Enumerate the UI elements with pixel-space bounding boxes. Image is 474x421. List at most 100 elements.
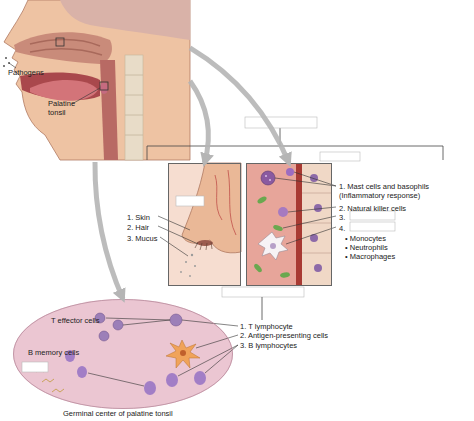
head-illustration: PathogensPalatine tonsil — [0, 0, 190, 162]
list-item: • Monocytes — [345, 234, 425, 243]
bacterium — [272, 224, 283, 232]
leader-line — [158, 216, 190, 230]
zoom-arrow — [95, 162, 123, 299]
germinal-center-fill — [13, 299, 233, 409]
list-item: 2. Natural killer cells — [339, 204, 449, 213]
zoom-arrow — [190, 81, 208, 163]
zoom-square — [56, 38, 64, 46]
list-item: 3. Mucus — [127, 234, 167, 243]
blank-label — [222, 287, 304, 297]
vessel-panel: 1. Mast cells and basophils (Inflammator… — [246, 163, 332, 286]
tissue-layer — [302, 163, 332, 286]
nose-hair — [195, 242, 212, 250]
bacterium — [253, 263, 263, 274]
spine — [125, 55, 143, 160]
callout-label: 2. Antigen-presenting cells — [240, 331, 380, 340]
leader-line — [88, 373, 144, 386]
nasal-concha — [30, 40, 100, 46]
blank-label — [22, 362, 48, 372]
list-item: 1. Mast cells and basophils (Inflammator… — [339, 182, 433, 200]
pathogen-dot — [8, 62, 10, 64]
tonsil-label: Palatine tonsil — [48, 99, 90, 117]
leader-line — [160, 237, 188, 256]
t-lymphocyte — [170, 314, 182, 326]
tonsil — [100, 82, 108, 94]
pharynx — [100, 60, 118, 160]
leader-line — [294, 172, 336, 186]
callout-label: 3. B lymphocytes — [240, 341, 380, 350]
list-item: 4. — [339, 224, 359, 233]
mucus-droplet — [185, 261, 187, 263]
list-item: 3. — [339, 213, 359, 222]
leader-line — [275, 178, 336, 186]
zoom-square — [100, 82, 108, 90]
bacterium — [256, 195, 267, 204]
tongue — [30, 80, 98, 101]
leader-line — [9, 63, 16, 68]
bracket-stem — [280, 128, 281, 146]
nose-panel: 1. Skin2. Hair3. Mucus — [168, 163, 241, 286]
b-lymphocyte — [194, 371, 206, 385]
mast-cell — [261, 171, 275, 185]
nasal-concha — [30, 49, 102, 55]
list-item: 1. Skin — [127, 213, 167, 222]
leader-line — [288, 207, 336, 212]
nucleus — [314, 204, 322, 212]
cell-label: T effector cells — [51, 316, 111, 325]
leader-line — [178, 345, 238, 376]
list-item: • Macrophages — [345, 252, 425, 261]
leader-line — [106, 318, 170, 320]
blank-label — [320, 152, 360, 161]
vessel-wall — [296, 163, 302, 286]
nucleus — [310, 174, 318, 182]
vessel-lumen — [246, 163, 296, 286]
blank-label — [245, 117, 317, 128]
cell-label: B memory cells — [28, 348, 88, 357]
blank-label — [350, 222, 395, 231]
blank-label — [176, 196, 204, 206]
t-effector-cell — [99, 331, 109, 341]
mucus-droplet — [189, 275, 191, 277]
mucus-droplet — [194, 265, 196, 267]
t-effector-cell — [113, 320, 123, 330]
bracket — [147, 146, 443, 160]
nucleus — [310, 234, 318, 242]
vertebra-lines — [125, 75, 143, 135]
leader-line — [286, 227, 336, 244]
bacterium — [280, 272, 291, 279]
b-memory-cell — [77, 366, 87, 378]
b-lymphocyte — [144, 381, 156, 395]
callout-label: 1. T lymphocyte — [240, 322, 380, 331]
macrophage — [258, 232, 288, 260]
leader-line — [205, 345, 238, 373]
apc-nucleus — [180, 350, 186, 356]
macrophage-nucleus — [270, 243, 276, 249]
b-lymphocyte — [166, 373, 178, 387]
nk-cell — [278, 207, 288, 217]
granule — [269, 179, 271, 181]
granule — [265, 175, 267, 177]
caption: Germinal center of palatine tonsil — [63, 409, 223, 418]
nose-panel-bg — [168, 163, 241, 286]
pathogen-dot — [3, 65, 5, 67]
leader-line — [158, 226, 198, 244]
nasal-cavity — [14, 32, 112, 64]
nucleus — [314, 264, 322, 272]
epithelial-cells — [302, 193, 332, 253]
antigen-presenting-cell — [166, 340, 200, 368]
nose-skin — [182, 163, 241, 253]
leader-line — [72, 88, 100, 104]
mucus-droplet — [191, 254, 193, 256]
leader-line — [283, 216, 336, 228]
list-item: 2. Hair — [127, 223, 167, 232]
pathogen-dot — [5, 57, 7, 59]
list-item: • Neutrophils — [345, 243, 425, 252]
head-profile — [4, 0, 190, 160]
germinal-center: T effector cellsB memory cellsGerminal c… — [13, 299, 233, 409]
nose-vessels — [215, 170, 236, 235]
brain-region — [60, 0, 190, 40]
leader-line — [123, 320, 170, 325]
nostril — [197, 240, 213, 246]
basophil — [286, 168, 294, 176]
